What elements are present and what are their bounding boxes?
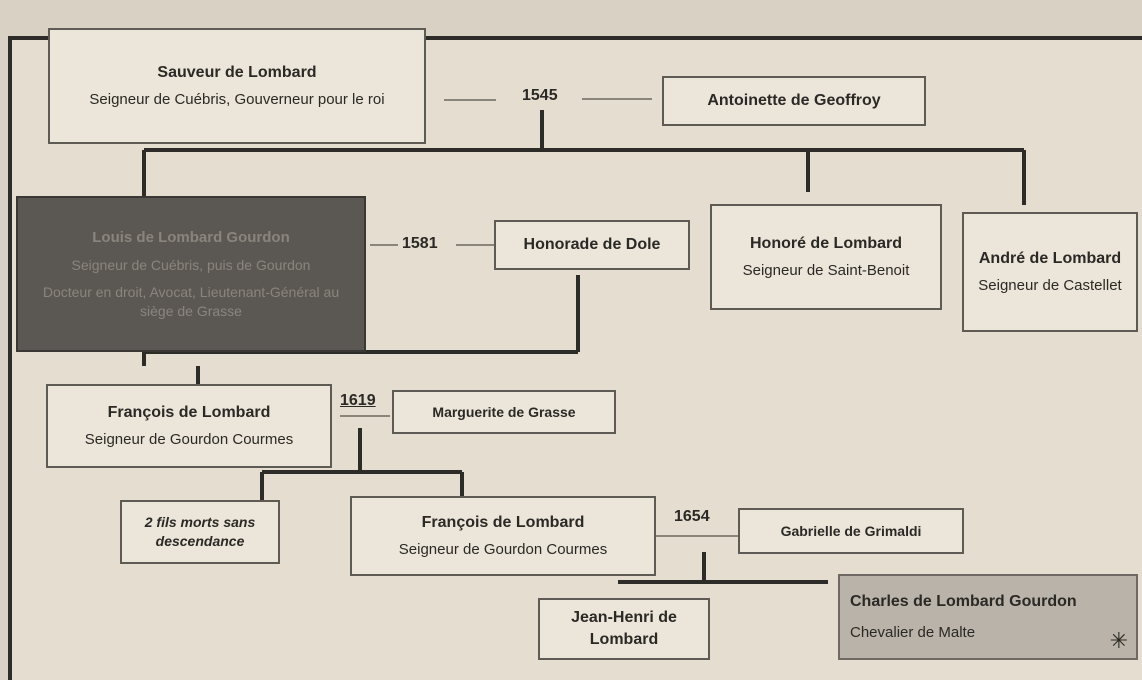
- marriage-year-1619: 1619: [340, 392, 376, 409]
- person-title-2: Docteur en droit, Avocat, Lieutenant-Gén…: [42, 283, 340, 319]
- person-gabrielle-de-grimaldi: Gabrielle de Grimaldi: [738, 508, 964, 554]
- person-sauveur-de-lombard: Sauveur de Lombard Seigneur de Cuébris, …: [48, 28, 426, 144]
- person-louis-de-lombard-gourdon: Louis de Lombard Gourdon Seigneur de Cué…: [16, 196, 366, 352]
- person-name: François de Lombard: [421, 514, 585, 532]
- person-title: Chevalier de Malte: [850, 623, 976, 641]
- note-2-fils-morts: 2 fils morts sans descendance: [120, 500, 280, 564]
- note-text: 2 fils morts sans descendance: [144, 514, 256, 549]
- person-name: François de Lombard: [107, 404, 271, 422]
- person-honorade-de-dole: Honorade de Dole: [494, 220, 690, 270]
- person-title: Seigneur de Gourdon Courmes: [84, 430, 294, 448]
- person-title: Seigneur de Castellet: [978, 276, 1122, 294]
- person-antoinette-de-geoffroy: Antoinette de Geoffroy: [662, 76, 926, 126]
- person-name: Honoré de Lombard: [749, 235, 902, 253]
- person-name: Jean-Henri de Lombard: [571, 609, 677, 648]
- person-andre-de-lombard: André de Lombard Seigneur de Castellet: [962, 212, 1138, 332]
- person-name: Honorade de Dole: [523, 236, 661, 254]
- person-honore-de-lombard: Honoré de Lombard Seigneur de Saint-Beno…: [710, 204, 942, 310]
- marriage-year-1581: 1581: [402, 235, 438, 252]
- person-charles-de-lombard-gourdon: Charles de Lombard Gourdon Chevalier de …: [838, 574, 1138, 660]
- person-title: Seigneur de Saint-Benoit: [742, 261, 910, 279]
- person-name: Gabrielle de Grimaldi: [780, 522, 922, 539]
- person-marguerite-de-grasse: Marguerite de Grasse: [392, 390, 616, 434]
- maltese-cross-icon: ✳: [1109, 628, 1128, 653]
- person-title: Seigneur de Cuébris, puis de Gourdon: [71, 256, 311, 273]
- person-title: Seigneur de Gourdon Courmes: [398, 540, 608, 558]
- person-name: André de Lombard: [978, 250, 1122, 268]
- marriage-year-1654: 1654: [674, 508, 710, 525]
- person-name: Antoinette de Geoffroy: [707, 92, 881, 110]
- person-francois-de-lombard-2: François de Lombard Seigneur de Gourdon …: [350, 496, 656, 576]
- person-title: Seigneur de Cuébris, Gouverneur pour le …: [89, 90, 385, 108]
- person-name: Sauveur de Lombard: [157, 64, 317, 82]
- person-name: Louis de Lombard Gourdon: [92, 228, 290, 246]
- person-francois-de-lombard-1: François de Lombard Seigneur de Gourdon …: [46, 384, 332, 468]
- person-name: Charles de Lombard Gourdon: [850, 593, 1077, 611]
- person-jean-henri-de-lombard: Jean-Henri de Lombard: [538, 598, 710, 660]
- marriage-year-1545: 1545: [522, 87, 558, 104]
- person-name: Marguerite de Grasse: [432, 403, 576, 420]
